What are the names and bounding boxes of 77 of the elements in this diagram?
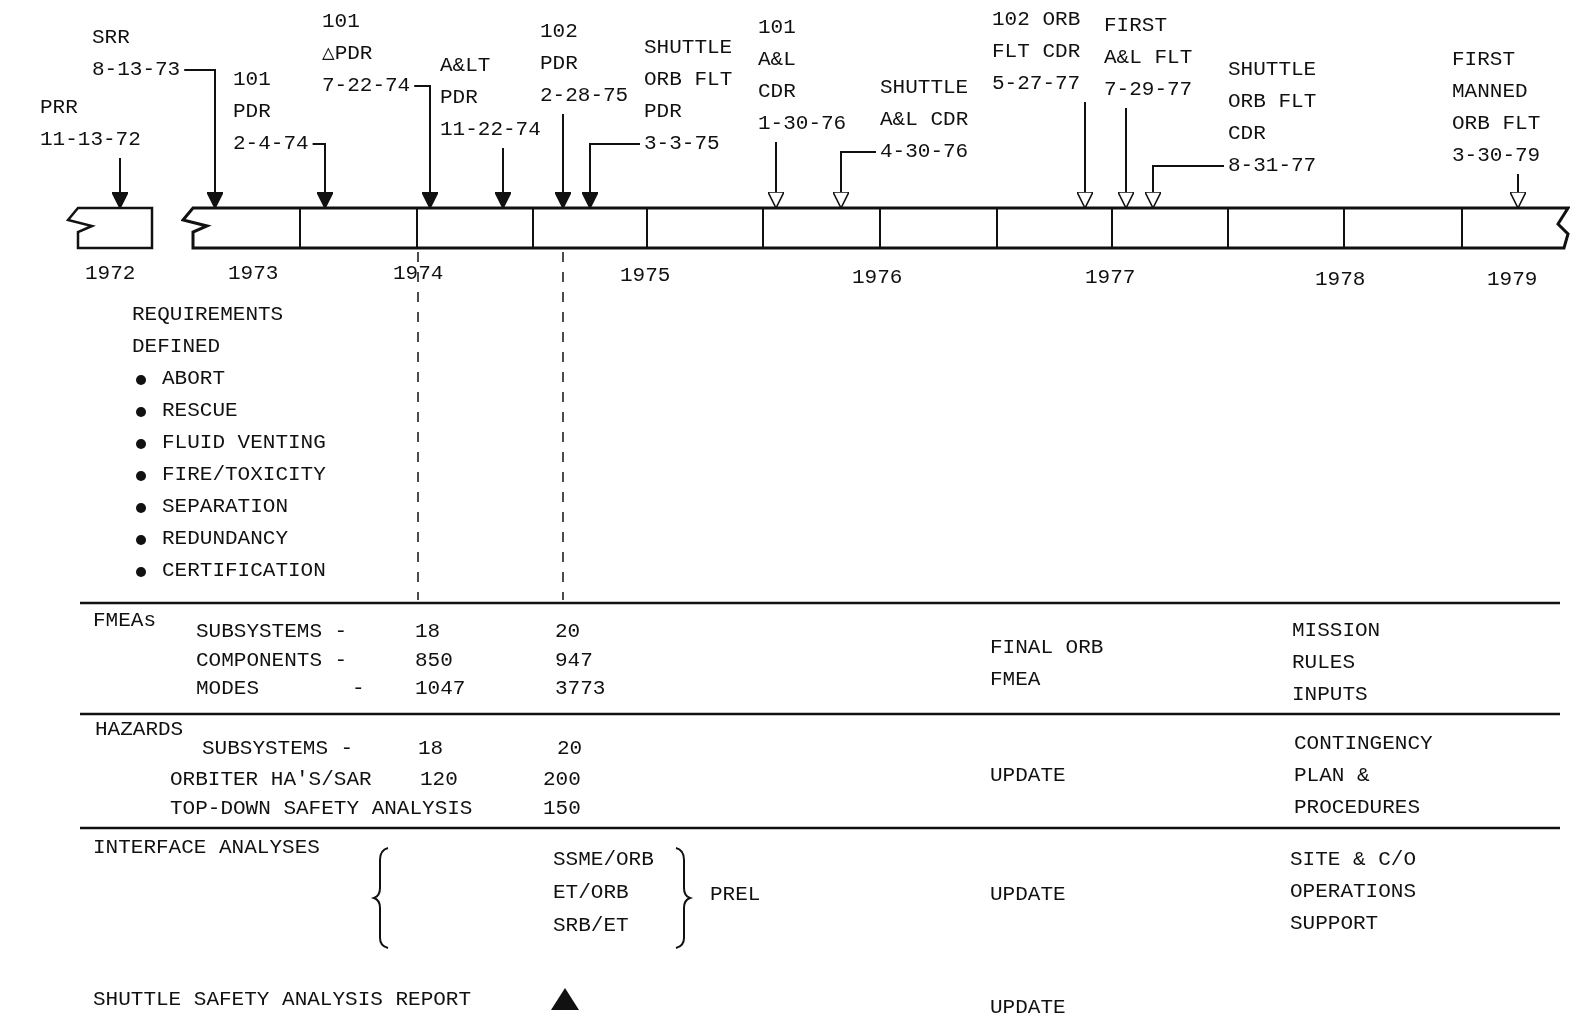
note-text: CONTINGENCY PLAN & PROCEDURES — [1294, 731, 1434, 821]
item-label: ET/ORB — [553, 880, 629, 906]
row-heading: FMEAs — [93, 608, 156, 634]
count-value: 18 — [415, 619, 441, 645]
count-value: 18 — [418, 736, 444, 762]
item-label: SHUTTLE SAFETY ANALYSIS REPORT — [93, 987, 472, 1013]
list-item: CERTIFICATION — [162, 558, 326, 584]
milestone-label: 102 ORB FLT CDR 5-27-77 — [992, 4, 1087, 100]
item-label: TOP-DOWN SAFETY ANALYSIS — [170, 796, 473, 822]
status-label: UPDATE — [990, 763, 1066, 789]
item-label: SUBSYSTEMS - — [202, 736, 354, 762]
list-item: RESCUE — [162, 398, 238, 424]
leader-arrow — [581, 143, 641, 209]
leader-arrow — [111, 157, 129, 209]
note-text: FINAL ORB FMEA — [990, 635, 1105, 693]
timeline-bar — [181, 206, 1570, 250]
year-label: 1979 — [1487, 267, 1538, 293]
year-label: 1972 — [85, 261, 136, 287]
item-label: SRB/ET — [553, 913, 629, 939]
leader-arrow — [1076, 101, 1094, 209]
item-label: COMPONENTS - — [196, 648, 348, 674]
count-value: 120 — [420, 767, 458, 793]
leader-arrow — [413, 85, 439, 209]
dash-text: - — [352, 676, 365, 702]
list-item: REDUNDANCY — [162, 526, 289, 552]
milestone-label: 101 PDR 2-4-74 — [233, 64, 309, 160]
list-heading: REQUIREMENTS DEFINED — [132, 302, 285, 360]
item-label: MODES — [196, 676, 259, 702]
count-value: 20 — [557, 736, 583, 762]
count-value: 947 — [555, 648, 593, 674]
year-label: 1978 — [1315, 267, 1366, 293]
item-label: SSME/ORB — [553, 847, 654, 873]
count-value: 1047 — [415, 676, 466, 702]
row-heading: INTERFACE ANALYSES — [93, 835, 320, 861]
list-item: FLUID VENTING — [162, 430, 326, 456]
milestone-label: 102 PDR 2-28-75 — [540, 16, 627, 112]
status-label: UPDATE — [990, 995, 1066, 1021]
year-label: 1973 — [228, 261, 279, 287]
milestone-label: A&LT PDR 11-22-74 — [440, 50, 540, 146]
note-text: SITE & C/O OPERATIONS SUPPORT — [1290, 847, 1418, 937]
row-heading: HAZARDS — [95, 717, 184, 743]
status-label: UPDATE — [990, 882, 1066, 908]
milestone-label: SHUTTLE ORB FLT CDR 8-31-77 — [1228, 54, 1323, 182]
leader-arrow — [1117, 107, 1135, 209]
leader-arrow — [1144, 165, 1225, 209]
milestone-label: FIRST MANNED ORB FLT 3-30-79 — [1452, 44, 1547, 172]
timeline-bar — [66, 206, 154, 250]
year-label: 1975 — [620, 263, 671, 289]
count-value: 20 — [555, 619, 581, 645]
note-text: MISSION RULES INPUTS — [1292, 618, 1382, 708]
count-value: 3773 — [555, 676, 606, 702]
list-item: ABORT — [162, 366, 225, 392]
list-item: SEPARATION — [162, 494, 289, 520]
count-value: 200 — [543, 767, 581, 793]
leader-arrow — [1509, 173, 1527, 209]
milestone-label: SRR 8-13-73 — [92, 22, 181, 86]
status-label: PREL — [710, 882, 761, 908]
milestone-label: FIRST A&L FLT 7-29-77 — [1104, 10, 1199, 106]
year-label: 1977 — [1085, 265, 1136, 291]
milestone-label: PRR 11-13-72 — [40, 92, 141, 156]
milestone-label: 101 A&L CDR 1-30-76 — [758, 12, 845, 140]
milestone-label: SHUTTLE A&L CDR 4-30-76 — [880, 72, 975, 168]
count-value: 850 — [415, 648, 453, 674]
year-label: 1976 — [852, 265, 903, 291]
leader-arrow — [183, 69, 224, 209]
leader-arrow — [832, 151, 877, 209]
item-label: ORBITER HA'S/SAR — [170, 767, 372, 793]
year-label: 1974 — [393, 261, 444, 287]
leader-arrow — [554, 113, 572, 209]
leader-arrow — [767, 141, 785, 209]
item-label: SUBSYSTEMS - — [196, 619, 348, 645]
leader-arrow — [311, 143, 334, 209]
milestone-label: SHUTTLE ORB FLT PDR 3-3-75 — [644, 32, 739, 160]
milestone-label: 101 △PDR 7-22-74 — [322, 6, 411, 102]
count-value: 150 — [543, 796, 581, 822]
list-item: FIRE/TOXICITY — [162, 462, 326, 488]
leader-arrow — [494, 147, 512, 209]
